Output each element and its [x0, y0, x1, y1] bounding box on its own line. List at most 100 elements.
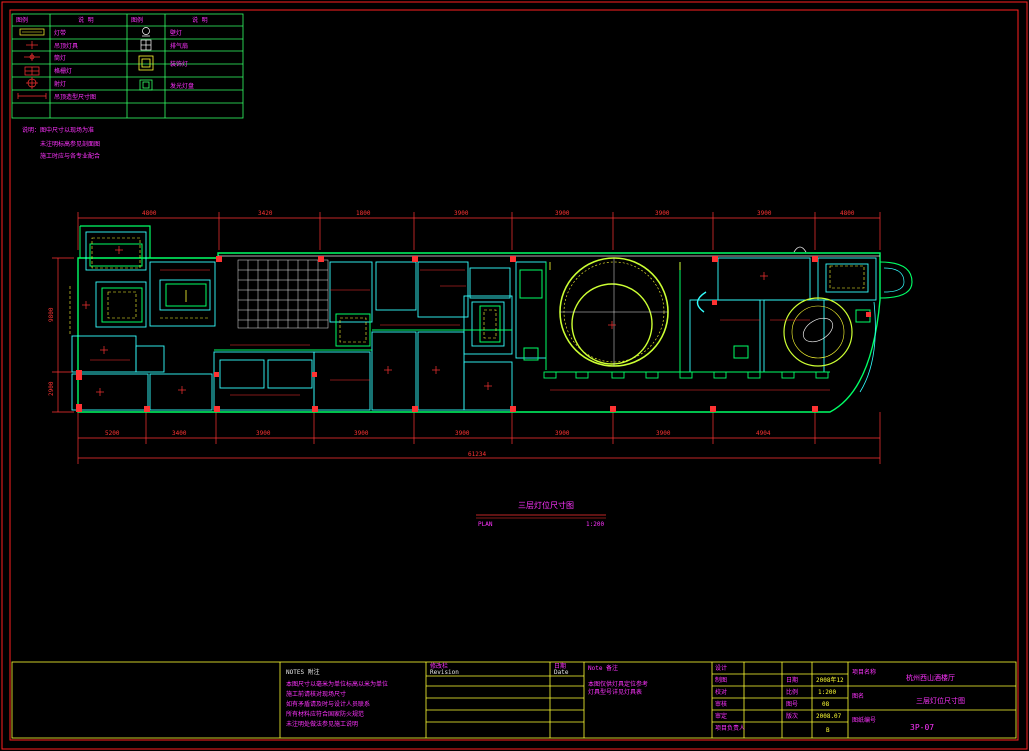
drawing-number: 3P-07 [910, 723, 934, 732]
left-dimension-line [52, 257, 74, 413]
legend-left-row: 吊顶造型尺寸图 [54, 93, 96, 101]
drawing-label: 图名 [852, 692, 864, 700]
ceiling-lamp-icon [26, 41, 38, 49]
drawing-caption: 三层灯位尺寸图 PLAN 1:200 [476, 500, 606, 528]
decor-lamp-icon [138, 55, 154, 71]
spotlight-icon [26, 77, 38, 89]
top-dimension-value: 4800 [840, 210, 855, 217]
project-label: 项目名称 [852, 668, 876, 676]
plan-label: PLAN [478, 521, 493, 528]
remark-line: 灯具型号详见灯具表 [588, 688, 642, 696]
bottom-dimension-value: 3900 [455, 430, 470, 437]
legend-left-row: 格栅灯 [54, 67, 72, 75]
revision-header: 修改栏 [430, 662, 448, 670]
meta-value: 2008年12 [816, 676, 844, 684]
notes-line: 如有矛盾请及时与设计人员联系 [286, 700, 370, 708]
meta-label: 比例 [786, 688, 798, 696]
grille-lamp-icon [24, 66, 40, 76]
revision-sub: Revision [430, 669, 459, 676]
legend-header-symbol-right: 图例 [131, 16, 143, 24]
plan-note-line: 说明：图中尺寸以现场为准 [22, 126, 94, 134]
top-dimension-value: 3900 [555, 210, 570, 217]
plan-notes: 说明：图中尺寸以现场为准 未注明标高参见剖面图 施工时应与各专业配合 [22, 126, 100, 160]
meta-value: 1:200 [818, 689, 836, 696]
top-dimension-value: 3420 [258, 210, 273, 217]
legend-left-row: 吊顶灯具 [54, 42, 78, 50]
legend-left-row: 射灯 [54, 80, 66, 88]
remark-header: Note 备注 [588, 664, 618, 672]
top-dimension-value: 3900 [454, 210, 469, 217]
legend-table [11, 13, 244, 119]
downlight-icon [24, 53, 40, 61]
total-dimension-value: 61234 [468, 451, 486, 458]
legend-text: 图例 说 明 图例 说 明 灯带 吊顶灯具 筒灯 格栅灯 射灯 吊顶造型尺寸图 … [16, 16, 208, 101]
exhaust-fan-icon [140, 39, 152, 51]
date-sub: Date [554, 669, 569, 676]
grille-ceiling [237, 259, 329, 329]
number-label: 图纸编号 [852, 716, 876, 724]
legend-left-row: 筒灯 [54, 54, 66, 62]
bottom-dimension-value: 3400 [172, 430, 187, 437]
notes-header: NOTES 附注 [286, 668, 320, 676]
meta-label: 日期 [786, 676, 798, 684]
floor-plan [69, 225, 913, 413]
legend-right-row: 排气扇 [170, 42, 188, 50]
meta-label: 图号 [786, 701, 798, 708]
legend-header-symbol: 图例 [16, 16, 28, 24]
sign-label: 制图 [715, 676, 727, 684]
title-block [11, 661, 1017, 739]
bottom-dimension-value: 3900 [256, 430, 271, 437]
notes-line: 本图尺寸以毫米为单位标高以米为单位 [286, 680, 388, 688]
bottom-dimension-value: 4904 [756, 430, 771, 437]
plan-note-line: 未注明标高参见剖面图 [40, 140, 100, 148]
left-dimension-value: 9800 [48, 307, 55, 322]
bottom-dimension-value: 3900 [555, 430, 570, 437]
project-name: 杭州西山酒楼厅 [906, 673, 955, 682]
title-block-text: NOTES 附注 本图尺寸以毫米为单位标高以米为单位 施工前请核对现场尺寸 如有… [286, 662, 965, 734]
bottom-dimension-line [77, 412, 881, 464]
sign-label: 校对 [715, 688, 727, 696]
sign-label: 项目负责人 [715, 724, 745, 732]
sign-label: 审核 [715, 700, 727, 708]
legend-header-desc: 说 明 [78, 16, 94, 24]
top-dimension-value: 1800 [356, 210, 371, 217]
bottom-dimension-value: 5200 [105, 430, 120, 437]
notes-line: 所有材料应符合国家防火规范 [286, 710, 364, 718]
top-dimension-line [77, 212, 881, 250]
led-strip-icon [19, 28, 45, 36]
date-header: 日期 [554, 662, 566, 670]
top-dimension-labels: 4800 3420 1800 3900 3900 3900 3900 4800 [142, 210, 855, 217]
meta-value: B [826, 727, 830, 734]
plan-note-line: 施工时应与各专业配合 [40, 152, 100, 160]
top-dimension-value: 3900 [757, 210, 772, 217]
notes-line: 施工前请核对现场尺寸 [286, 690, 346, 698]
top-dimension-value: 4800 [142, 210, 157, 217]
circular-ceilings [559, 246, 876, 393]
bottom-dimension-value: 3900 [656, 430, 671, 437]
drawing-name: 三层灯位尺寸图 [916, 696, 965, 705]
remark-line: 本图仅供灯具定位参考 [588, 680, 648, 688]
wall-lamp-icon [142, 27, 150, 37]
legend-right-row: 发光灯盘 [170, 82, 194, 90]
meta-value: 08 [822, 701, 830, 708]
top-dimension-value: 3900 [655, 210, 670, 217]
legend-left-row: 灯带 [54, 29, 66, 37]
outer-wall [77, 252, 881, 413]
light-panel-icon [139, 79, 153, 91]
dimension-icon [17, 93, 47, 99]
scale-label: 1:200 [586, 521, 604, 528]
legend-right-row: 装饰灯 [170, 60, 188, 68]
bottom-dimension-value: 3900 [354, 430, 369, 437]
left-dimension-value: 2900 [48, 381, 55, 396]
sign-label: 设计 [715, 664, 727, 672]
meta-label: 版次 [786, 712, 798, 720]
drawing-title: 三层灯位尺寸图 [518, 500, 574, 510]
sign-label: 审定 [715, 712, 727, 720]
notes-line: 未注明处做法参见施工说明 [286, 720, 358, 728]
legend-header-desc-right: 说 明 [192, 16, 208, 24]
legend-right-row: 壁灯 [170, 29, 182, 37]
meta-value: 2008.07 [816, 713, 842, 720]
bottom-dimension-labels: 5200 3400 3900 3900 3900 3900 4904 3900 … [105, 430, 771, 458]
